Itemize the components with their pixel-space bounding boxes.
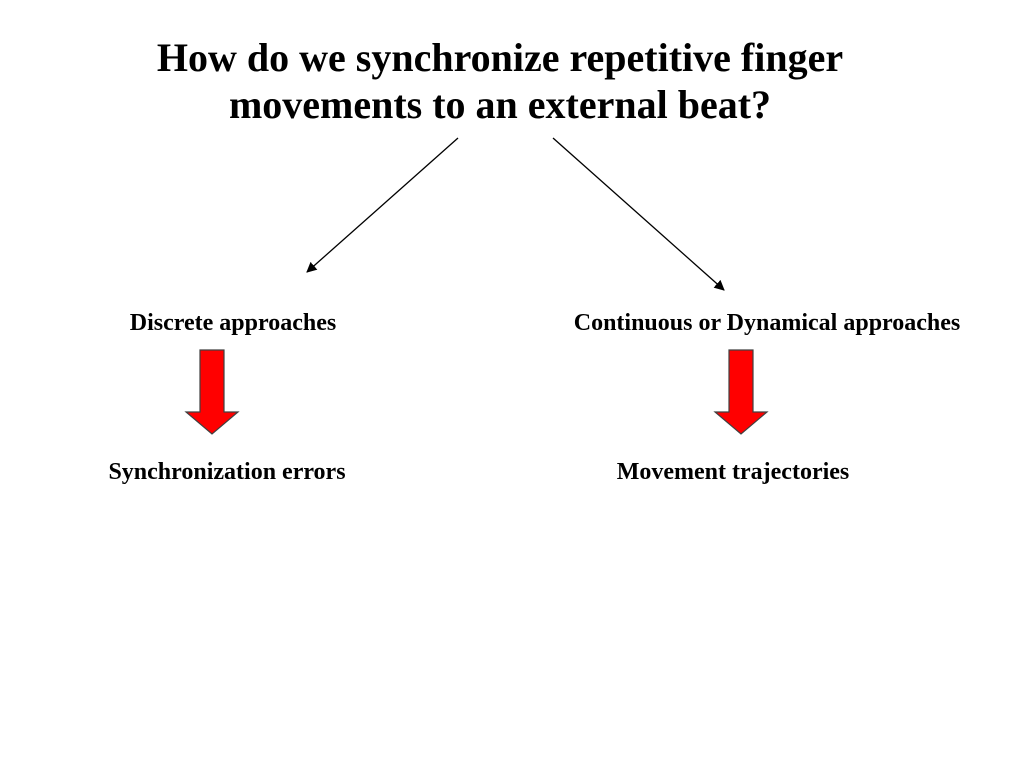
down-arrow-left	[184, 349, 240, 435]
discrete-approaches-label: Discrete approaches	[129, 310, 337, 336]
movement-trajectories-label: Movement trajectories	[616, 459, 850, 485]
slide-title: How do we synchronize repetitive finger …	[0, 34, 1000, 128]
synchronization-errors-label: Synchronization errors	[108, 459, 346, 485]
down-arrow-right	[713, 349, 769, 435]
branch-arrow-left	[306, 137, 459, 273]
branch-arrow-right	[552, 137, 725, 291]
slide-title-line-2: movements to an external beat?	[228, 82, 772, 127]
slide-title-line-1: How do we synchronize repetitive finger	[156, 35, 844, 80]
continuous-approaches-label: Continuous or Dynamical approaches	[573, 310, 961, 336]
